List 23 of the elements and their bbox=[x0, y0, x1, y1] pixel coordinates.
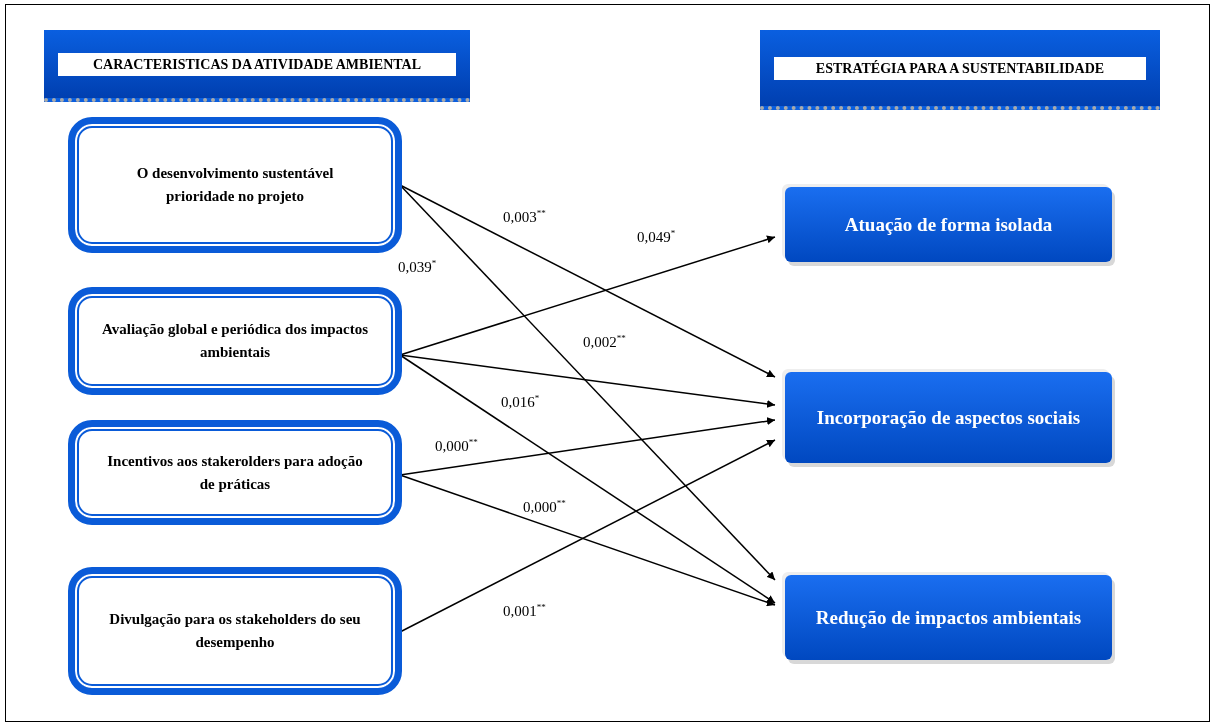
edge-label: 0,000$^{**}$ bbox=[522, 498, 567, 516]
node-text: Divulgação para os stakeholders do seu desempenho bbox=[108, 610, 362, 652]
characteristic-box bbox=[68, 287, 402, 395]
characteristic-box bbox=[68, 117, 402, 253]
edge-label: 0,049$^{*}$ bbox=[636, 228, 677, 246]
edge-label: 0,016$^{*}$ bbox=[500, 393, 541, 411]
edge-label: 0,000$^{**}$ bbox=[434, 437, 479, 455]
node-text: Avaliação global e periódica dos impactos ambientais bbox=[101, 320, 369, 362]
node-text: Atuação de forma isolada bbox=[844, 213, 1053, 237]
characteristic-box bbox=[68, 420, 402, 525]
edge-label: 0,002$^{**}$ bbox=[582, 333, 627, 351]
header-banner bbox=[760, 30, 1160, 110]
node-text: Redução de impactos ambientais bbox=[815, 606, 1082, 630]
node-text: O desenvolvimento sustentável prioridade no projeto bbox=[135, 164, 335, 206]
characteristic-box bbox=[68, 567, 402, 695]
node-text: CARACTERISTICAS DA ATIVIDADE AMBIENTAL bbox=[58, 52, 456, 76]
edge-label: 0,039$^{*}$ bbox=[397, 258, 438, 276]
node-text: Incentivos aos stakerolders para adoção de práticas bbox=[106, 451, 364, 494]
node-text: Incorporação de aspectos sociais bbox=[816, 406, 1081, 430]
node-text: ESTRATÉGIA PARA A SUSTENTABILIDADE bbox=[774, 56, 1146, 80]
edge-label: 0,001$^{**}$ bbox=[502, 602, 547, 620]
edge-label: 0,003$^{**}$ bbox=[502, 208, 547, 226]
header-banner bbox=[44, 30, 470, 102]
